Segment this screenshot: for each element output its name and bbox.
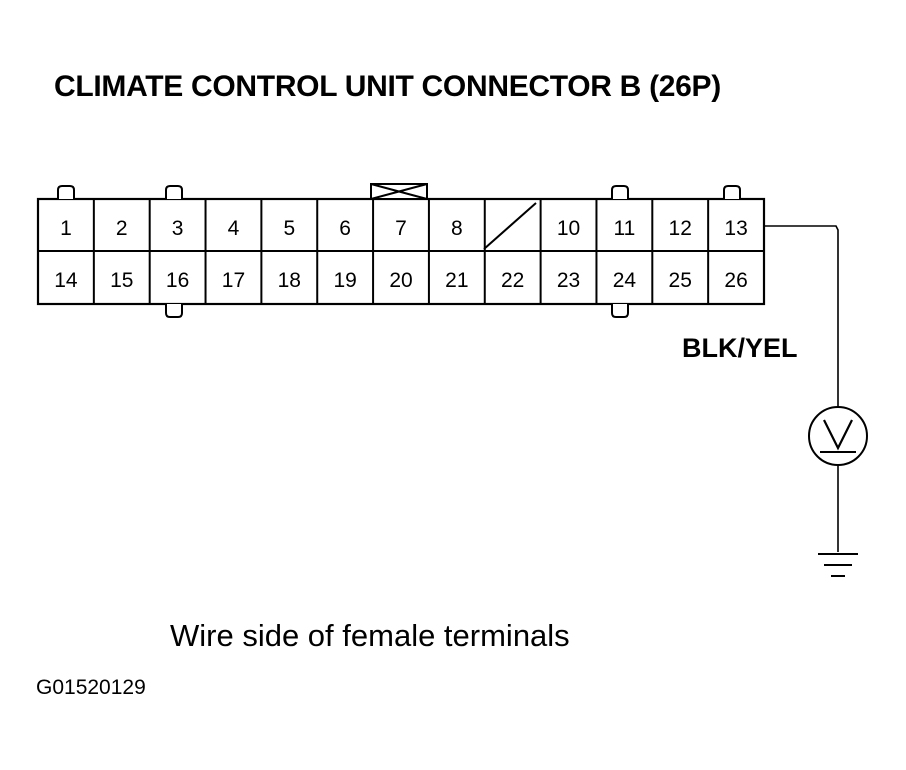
pin-label: 23: [557, 269, 580, 292]
connector-bottom-tabs: [165, 304, 629, 318]
ground-icon: [818, 553, 858, 577]
pin-label: 4: [228, 217, 240, 240]
empty-cavity-mark: [483, 202, 537, 250]
pin-label: 10: [557, 217, 580, 240]
pin-label: 7: [395, 217, 407, 240]
pin-label: 19: [333, 269, 356, 292]
voltmeter-icon: [808, 406, 868, 466]
cavity-grid: [38, 199, 764, 304]
figure-id: G01520129: [36, 676, 146, 699]
pin-label: 26: [724, 269, 747, 292]
pin-label: 13: [724, 217, 747, 240]
pin-label: 22: [501, 269, 524, 292]
pin-label: 20: [389, 269, 412, 292]
pin-label: 25: [669, 269, 692, 292]
pin-label: 2: [116, 217, 128, 240]
wire-color-label: BLK/YEL: [682, 333, 798, 363]
pin-label: 24: [613, 269, 637, 292]
pin-label: 6: [339, 217, 351, 240]
pin-label: 8: [451, 217, 463, 240]
pin-label: 21: [445, 269, 468, 292]
pin-label: 15: [110, 269, 133, 292]
pin-label: 14: [54, 269, 78, 292]
pin-label: 11: [613, 217, 635, 240]
connector-top-tabs: [57, 185, 741, 199]
pin-label: 17: [222, 269, 245, 292]
pin-label: 1: [60, 217, 72, 240]
pin-label: 16: [166, 269, 189, 292]
diagram-caption: Wire side of female terminals: [170, 618, 570, 653]
connector-latch: [370, 183, 428, 200]
pin-label: 5: [283, 217, 295, 240]
probe-wire: [764, 225, 839, 552]
pin-label: 12: [669, 217, 692, 240]
pin-label: 18: [278, 269, 301, 292]
diagram-title: CLIMATE CONTROL UNIT CONNECTOR B (26P): [54, 70, 721, 103]
pin-label: 3: [172, 217, 184, 240]
